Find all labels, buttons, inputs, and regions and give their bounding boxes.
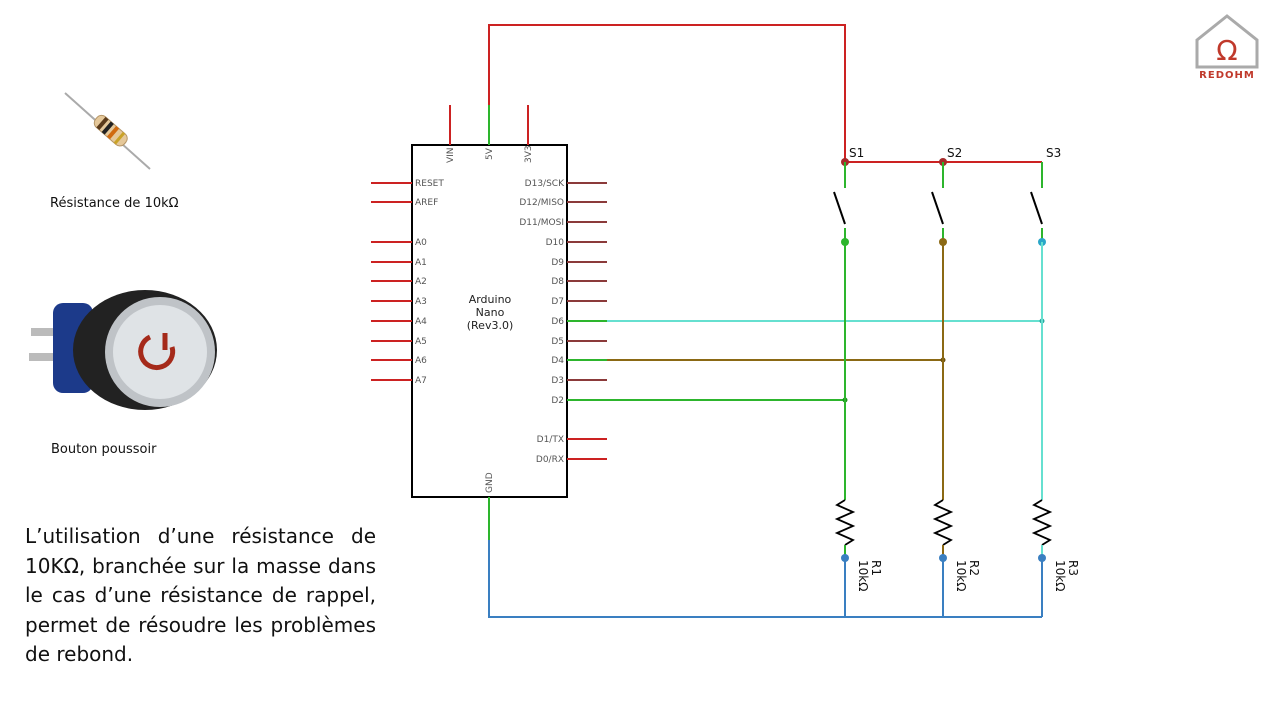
pin-gnd: GND	[485, 472, 495, 493]
board-name-2: Nano	[476, 306, 505, 319]
switch-s3: S3	[1030, 146, 1061, 246]
resistor-value-r3: 10kΩ	[1053, 560, 1067, 591]
left-pins: RESET AREF A0 A1 A2 A3 A4 A5 A6 A7	[371, 179, 444, 386]
pin-a1: A1	[415, 258, 427, 268]
pin-d5: D5	[551, 337, 564, 347]
board-name-1: Arduino	[469, 293, 512, 306]
logo-text: REDOHM	[1199, 70, 1255, 81]
wire-gnd	[488, 540, 1042, 618]
pin-d4: D4	[551, 356, 564, 366]
pin-5v: 5V	[485, 147, 495, 160]
wire-5v	[488, 24, 846, 162]
pin-d2: D2	[551, 396, 564, 406]
button-caption: Bouton poussoir	[51, 442, 157, 457]
redohm-logo-icon: Ω REDOHM	[1195, 14, 1259, 81]
pin-aref: AREF	[415, 198, 438, 208]
resistor-r1: R1 10kΩ	[834, 488, 883, 591]
board-name-3: (Rev3.0)	[467, 319, 514, 332]
pin-vin: VIN	[446, 147, 456, 163]
pin-d9: D9	[551, 258, 564, 268]
resistor-r2: R2 10kΩ	[932, 488, 981, 591]
resistor-value-r2: 10kΩ	[954, 560, 968, 591]
switch-s1: S1	[833, 146, 864, 246]
push-button-photo-icon	[29, 290, 217, 410]
pin-a6: A6	[415, 356, 427, 366]
pin-d3: D3	[551, 376, 564, 386]
resistor-photo-icon	[64, 92, 151, 170]
pin-a7: A7	[415, 376, 427, 386]
pin-a5: A5	[415, 337, 427, 347]
right-pins: D13/SCK D12/MISO D11/MOSI D10 D9 D8 D7 D…	[519, 179, 607, 465]
pin-a2: A2	[415, 277, 427, 287]
pin-d11: D11/MOSI	[519, 218, 564, 228]
resistor-caption: Résistance de 10kΩ	[50, 196, 179, 211]
logo-symbol: Ω	[1216, 34, 1237, 67]
pin-a3: A3	[415, 297, 427, 307]
resistor-r3: R3 10kΩ	[1031, 488, 1080, 591]
resistor-name-r2: R2	[967, 560, 981, 576]
pin-d12: D12/MISO	[519, 198, 564, 208]
switch-label-s2: S2	[947, 146, 962, 160]
pin-d13: D13/SCK	[525, 179, 565, 189]
pin-d1: D1/TX	[537, 435, 564, 445]
switch-label-s1: S1	[849, 146, 864, 160]
pin-reset: RESET	[415, 179, 444, 189]
pin-d6: D6	[551, 317, 564, 327]
resistor-value-r1: 10kΩ	[856, 560, 870, 591]
arduino-board	[411, 144, 568, 498]
pin-d8: D8	[551, 277, 564, 287]
pin-d10: D10	[546, 238, 565, 248]
pin-a4: A4	[415, 317, 427, 327]
pin-a0: A0	[415, 238, 427, 248]
pin-d0: D0/RX	[536, 455, 564, 465]
description-text: L’utilisation d’une résistance de 10KΩ, …	[25, 524, 376, 666]
pin-3v3: 3V3	[524, 145, 534, 163]
resistor-name-r1: R1	[869, 560, 883, 576]
switch-label-s3: S3	[1046, 146, 1061, 160]
pin-d7: D7	[551, 297, 564, 307]
resistor-name-r3: R3	[1066, 560, 1080, 576]
